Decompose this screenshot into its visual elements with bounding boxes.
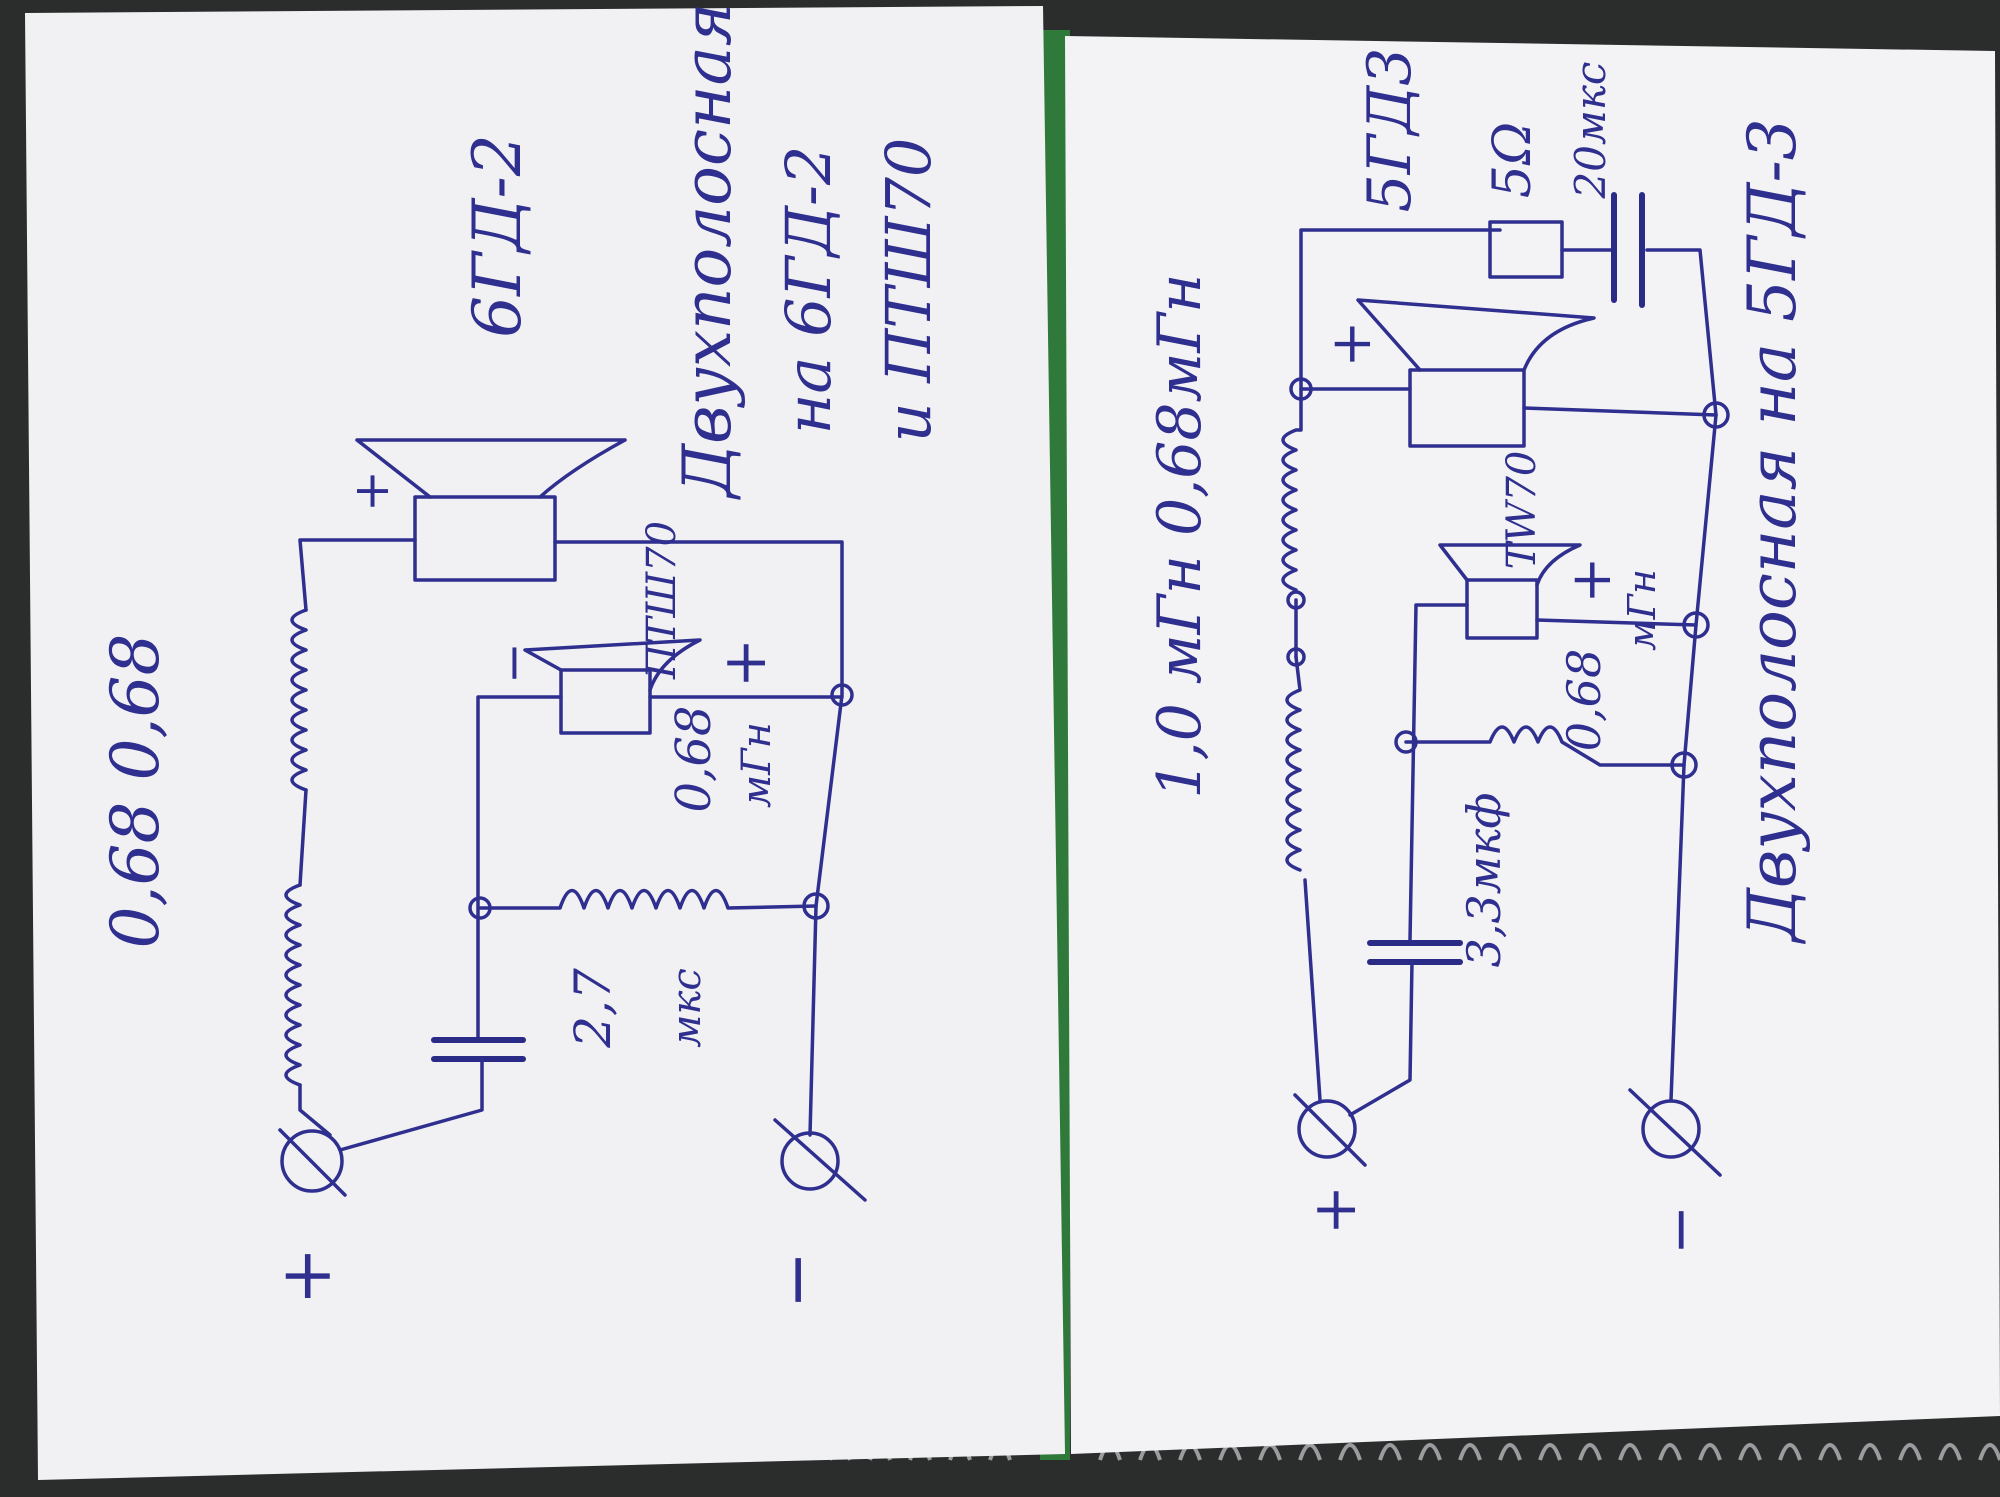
left-plus-label: + (265, 1247, 347, 1306)
left-minus-label: − (755, 1251, 837, 1310)
right-bypass-capacitor-value: 20мкс (1566, 62, 1615, 200)
right-title: Двухполосная на 5ГД-3 (1734, 118, 1811, 945)
left-title-line3: и ПТШ70 (872, 138, 945, 443)
left-schematic (278, 438, 867, 1202)
left-tweeter-label: ПТШ70 (639, 521, 685, 680)
plus-terminal (1297, 1099, 1357, 1159)
woofer-inductor-1 (1285, 655, 1302, 872)
woofer-wire (298, 1083, 332, 1137)
left-sheet (25, 6, 1065, 1480)
right-woofer-plus: + (1319, 321, 1384, 368)
right-resistor-value: 5Ω (1483, 122, 1543, 198)
right-tweeter-label: TW70 (1499, 451, 1545, 570)
left-title-line1: Двухполосная (669, 2, 746, 500)
left-tweeter-inductor-value: 0,68 (666, 706, 722, 813)
left-tweeter-inductor-unit: мГн (734, 722, 780, 808)
woofer-cone (1356, 298, 1596, 372)
left-tweeter-minus: − (484, 642, 542, 684)
right-minus-label: − (1645, 1205, 1715, 1255)
woofer-inductor-2 (1281, 228, 1502, 592)
tweeter-horn (1438, 543, 1582, 587)
right-plus-label: + (1300, 1185, 1370, 1235)
tweeter-inductor (478, 888, 818, 910)
plus-terminal (280, 1129, 344, 1193)
right-capacitor-value: 3,3мкф (1457, 793, 1511, 968)
right-woofer-label: 5ГД3 (1355, 48, 1425, 213)
woofer-inductor-1 (290, 608, 308, 792)
right-tweeter-plus: + (1559, 557, 1624, 604)
right-schematic (1281, 192, 1730, 1177)
left-capacitor-value: 2,7 (564, 968, 622, 1049)
right-tweeter-inductor-unit: мГн (1620, 569, 1664, 651)
woofer-magnet (413, 495, 557, 582)
tweeter-horn (523, 638, 702, 692)
left-capacitor-unit: мкс (664, 968, 710, 1047)
tweeter-inductor (1404, 725, 1686, 767)
left-inductor-values: 0,68 0,68 (97, 634, 174, 949)
left-woofer-plus: + (342, 470, 400, 512)
right-tweeter-inductor-value: 0,68 (1557, 649, 1611, 751)
left-woofer-label: 6ГД-2 (459, 134, 536, 338)
tweeter-magnet (559, 668, 652, 735)
right-inductor-values: 1,0 мГн 0,68мГн (1145, 273, 1215, 798)
left-tweeter-plus: + (710, 638, 780, 688)
tweeter-magnet (1465, 578, 1539, 640)
woofer-cone (355, 438, 627, 499)
left-title-line2: на 6ГД-2 (772, 146, 845, 435)
woofer-inductor-2 (284, 883, 302, 1087)
